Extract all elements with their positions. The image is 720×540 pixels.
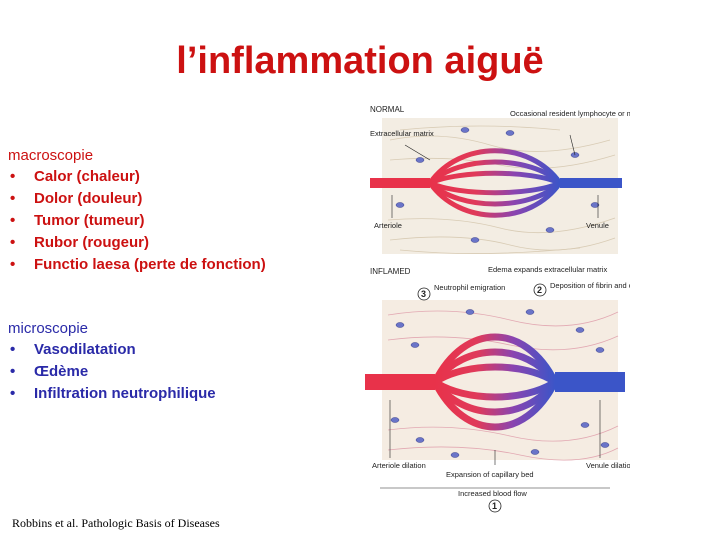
list-item-text: Calor (chaleur) — [34, 168, 140, 185]
normal-capillary-bed — [427, 148, 563, 218]
list-item: •Œdème — [10, 363, 89, 380]
inflamed-arteriole-vessel — [365, 374, 435, 390]
list-item-text: Dolor (douleur) — [34, 190, 143, 207]
normal-leader-lines — [391, 134, 599, 218]
microscopie-list: •Vasodilatation •Œdème •Infiltration neu… — [8, 339, 216, 405]
normal-arteriole-vessel — [370, 178, 430, 188]
inflamed-panel: INFLAMED Edema expands extracellular mat… — [365, 265, 630, 513]
inflamed-neutrophils — [390, 309, 610, 458]
list-item: •Functio laesa (perte de fonction) — [10, 256, 266, 273]
normal-matrix-fibers — [387, 125, 616, 254]
list-item-text: Œdème — [34, 363, 89, 380]
list-item-text: Infiltration neutrophilique — [34, 385, 216, 402]
normal-panel-label: NORMAL — [370, 105, 405, 114]
neutrophil-emigration-label: Neutrophil emigration — [434, 283, 505, 292]
inflammation-diagram: NORMAL Extracellular matrix Occasional r… — [365, 105, 630, 513]
inflamed-capillary-bed — [431, 333, 559, 431]
list-item-text: Vasodilatation — [34, 341, 136, 358]
list-item: •Tumor (tumeur) — [10, 212, 145, 229]
arteriole-label: Arteriole — [374, 221, 402, 230]
extracellular-matrix-label: Extracellular matrix — [370, 129, 434, 138]
list-item-text: Functio laesa (perte de fonction) — [34, 256, 266, 273]
list-item: •Calor (chaleur) — [10, 168, 140, 185]
capillary-expansion-label: Expansion of capillary bed — [446, 470, 534, 479]
source-credit: Robbins et al. Pathologic Basis of Disea… — [12, 516, 220, 530]
list-item: •Rubor (rougeur) — [10, 234, 149, 251]
macroscopie-heading: macroscopie — [8, 147, 94, 164]
step-2-marker — [533, 283, 547, 297]
list-item: •Dolor (douleur) — [10, 190, 143, 207]
venule-label: Venule — [586, 221, 609, 230]
step-3-number: 3 — [421, 289, 426, 299]
resident-cells-label: Occasional resident lymphocyte or macrop… — [510, 109, 630, 118]
venule-dilation-label: Venule dilation — [586, 461, 630, 470]
list-item: •Vasodilatation — [10, 341, 136, 358]
inflamed-matrix-fibers — [387, 310, 619, 461]
list-item: •Infiltration neutrophilique — [10, 385, 216, 402]
inflamed-panel-label: INFLAMED — [370, 267, 411, 276]
macroscopie-list: •Calor (chaleur) •Dolor (douleur) •Tumor… — [8, 166, 266, 276]
arteriole-dilation-label: Arteriole dilation — [372, 461, 426, 470]
step-1-marker — [488, 499, 502, 513]
slide-title: l’inflammation aiguë — [176, 40, 544, 82]
microscopie-heading: microscopie — [8, 320, 89, 337]
list-item-text: Rubor (rougeur) — [34, 234, 149, 251]
step-1-number: 1 — [492, 501, 497, 511]
step-3-marker — [417, 287, 431, 301]
edema-label: Edema expands extracellular matrix — [488, 265, 607, 274]
step-2-number: 2 — [537, 285, 542, 295]
microscopie-section: microscopie •Vasodilatation •Œdème •Infi… — [8, 320, 216, 405]
inflamed-leader-lines — [380, 400, 610, 489]
macroscopie-section: macroscopie •Calor (chaleur) •Dolor (dou… — [8, 147, 266, 276]
inflamed-venule-vessel — [555, 372, 625, 392]
fibrin-deposition-label: Deposition of fibrin and other plasma pr… — [550, 281, 630, 290]
normal-cells — [395, 127, 600, 243]
list-item-text: Tumor (tumeur) — [34, 212, 145, 229]
normal-panel: NORMAL Extracellular matrix Occasional r… — [370, 105, 630, 254]
blood-flow-label: Increased blood flow — [458, 489, 527, 498]
normal-venule-vessel — [560, 178, 622, 188]
